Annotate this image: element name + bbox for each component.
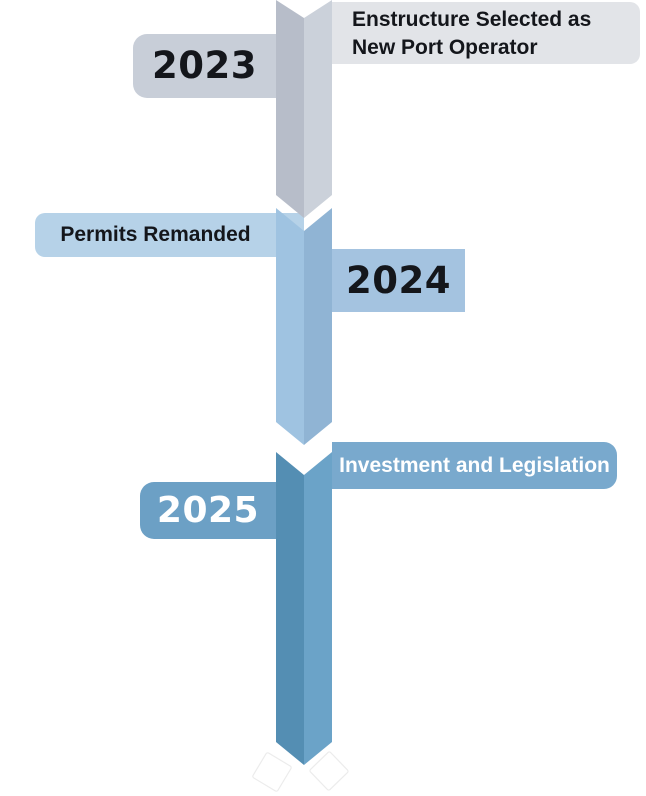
event-label-2023-line1: Enstructure Selected as [352, 8, 592, 31]
segment-2024-right-half [304, 208, 332, 445]
year-badge-2023: 2023 [133, 34, 304, 98]
segment-2025-right-half [304, 452, 332, 765]
year-badge-2025: 2025 [140, 482, 304, 539]
segment-2023-left-half [276, 0, 304, 218]
event-label-2023-line2: New Port Operator [352, 36, 538, 59]
event-label-2025: Investment and Legislation [332, 442, 617, 489]
year-badge-2024: 2024 [332, 249, 465, 312]
ribbon-tail-right [309, 751, 349, 791]
ribbon-tail-left [252, 752, 292, 792]
segment-2023-right-half [304, 0, 332, 218]
event-label-2024: Permits Remanded [35, 213, 304, 257]
event-label-2023: Enstructure Selected as New Port Operato… [332, 2, 640, 64]
